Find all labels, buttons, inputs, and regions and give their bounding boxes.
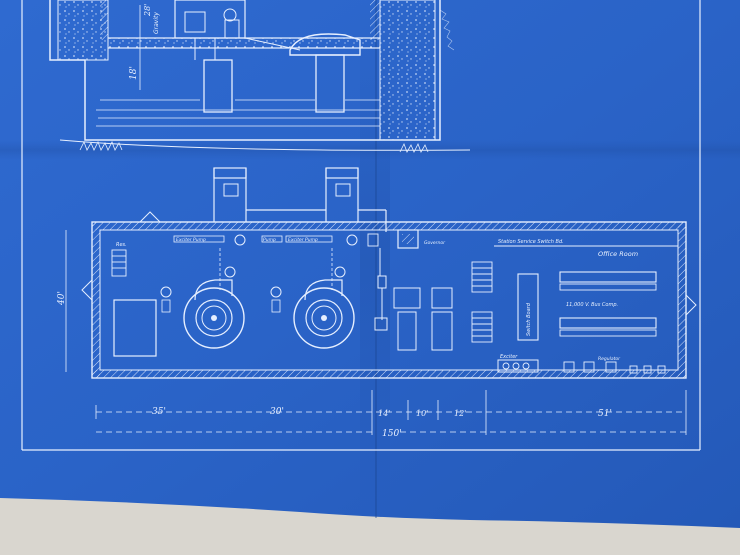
floor-plan: 40' Res. Exciter Pump Pump Exciter Pump bbox=[57, 167, 697, 439]
pump-small-label: Pump bbox=[263, 237, 276, 243]
regulator-label: Regulator bbox=[598, 356, 621, 362]
bus-comp-label: 11,000 V. Bus Comp. bbox=[566, 302, 618, 308]
switch-board-label: Switch Board bbox=[526, 302, 532, 336]
dim-seg-1: 35' bbox=[152, 407, 166, 417]
exciter-pump-2-label: Exciter Pump bbox=[288, 237, 318, 243]
station-service-label: Station Service Switch Bd. bbox=[498, 239, 564, 245]
dim-seg-3: 14' bbox=[378, 409, 390, 418]
dim-seg-4: 10' bbox=[416, 409, 428, 418]
dim-seg-6: 51' bbox=[598, 409, 612, 419]
generator-1 bbox=[160, 279, 245, 349]
dim-seg-5: 12' bbox=[454, 409, 466, 418]
dim-total: 150' bbox=[382, 429, 402, 439]
section-view: 18' 28' Gravity bbox=[49, 0, 471, 153]
depth-dimension: 18' bbox=[129, 66, 139, 80]
res-label: Res. bbox=[116, 242, 127, 248]
exciter-label: Exciter bbox=[500, 354, 518, 360]
governor-label: Governor bbox=[424, 240, 446, 246]
generator-2 bbox=[270, 279, 355, 349]
dim-seg-2: 30' bbox=[270, 407, 284, 417]
office-room-label: Office Room bbox=[598, 250, 638, 258]
sheet-border bbox=[21, 0, 701, 451]
height-dimension: 28' bbox=[143, 4, 152, 17]
width-dimension: 40' bbox=[57, 291, 67, 306]
gravity-label: Gravity bbox=[153, 12, 160, 34]
exciter-pump-1-label: Exciter Pump bbox=[176, 237, 206, 243]
